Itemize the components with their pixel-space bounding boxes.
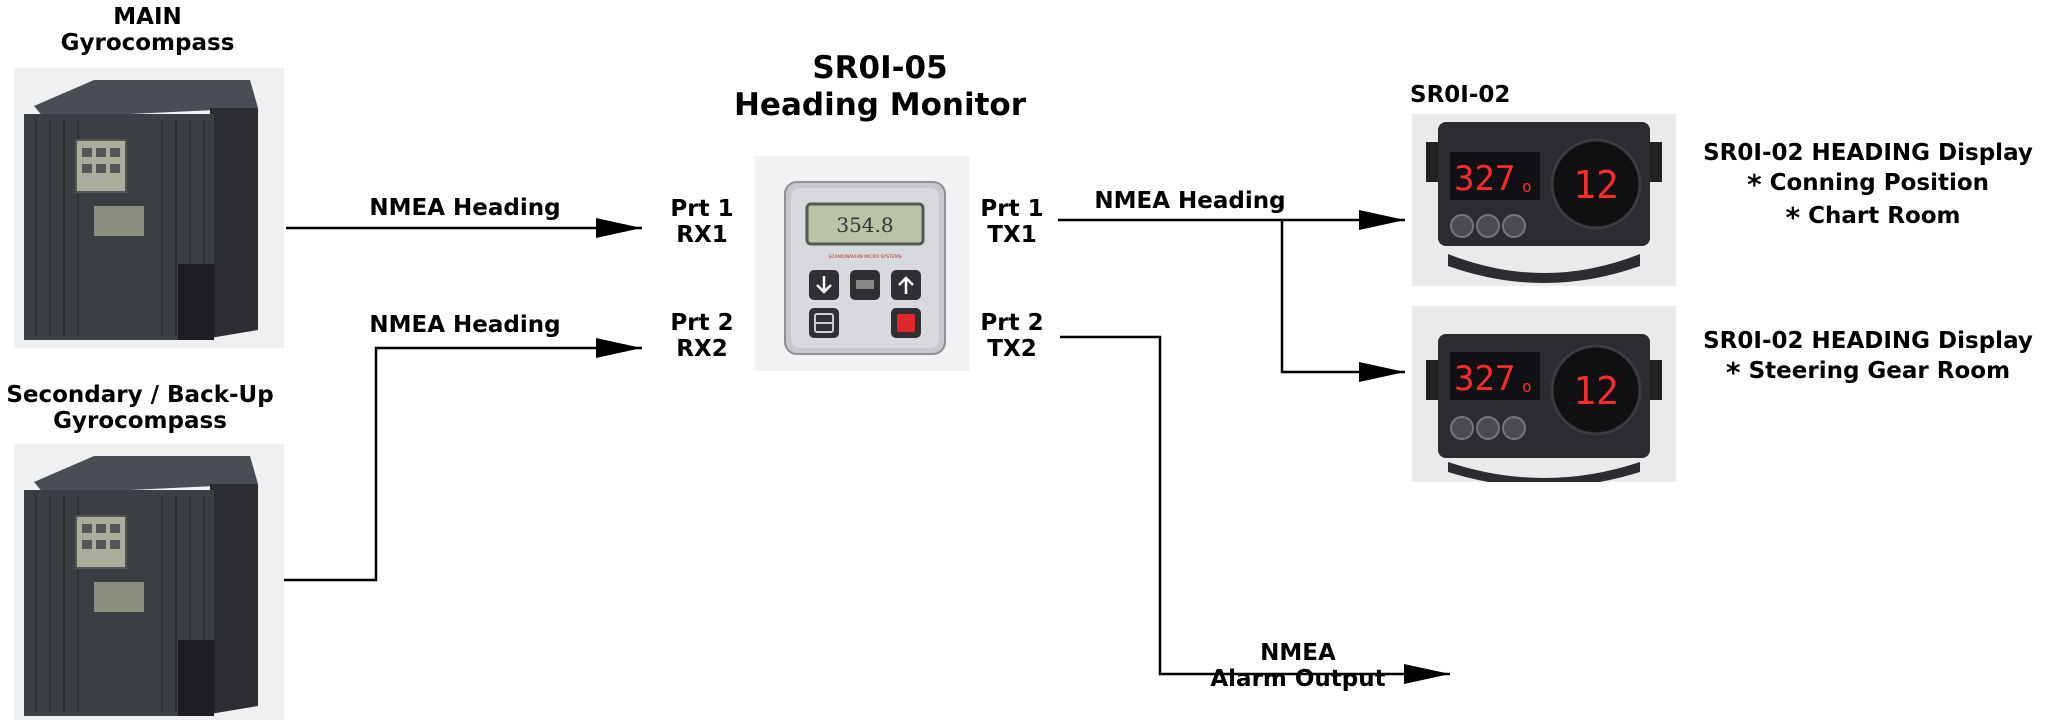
display1-location-2-text: Chart Room <box>1808 203 1961 230</box>
monitor-title: SR0I-05 Heading Monitor <box>720 50 1040 124</box>
monitor-button-alarm[interactable] <box>891 308 921 338</box>
display1-location-1: * Conning Position <box>1682 168 2054 202</box>
alarm-label-line2: Alarm Output <box>1210 666 1386 693</box>
display2-title: SR0I-02 HEADING Display <box>1703 328 2033 354</box>
display1-heading-digits: 327 <box>1454 159 1515 199</box>
monitor-button-up[interactable] <box>891 270 921 300</box>
port-rx1-line1: Prt 1 <box>670 196 734 222</box>
link-secondary-to-rx2 <box>280 338 642 582</box>
port-rx2-line2: RX2 <box>676 336 728 363</box>
secondary-gyro-label-line1: Secondary / Back-Up <box>6 382 274 408</box>
display1-location-1-text: Conning Position <box>1769 169 1990 196</box>
display1-heading-suffix: o <box>1522 177 1532 196</box>
monitor-name: Heading Monitor <box>733 87 1026 124</box>
display1-description: SR0I-02 HEADING Display * Conning Positi… <box>1682 140 2054 235</box>
bullet-star: * <box>1725 355 1741 389</box>
port-tx2-line2: TX2 <box>987 336 1037 363</box>
monitor-button-set-enter[interactable] <box>850 270 880 300</box>
monitor-model: SR0I-05 <box>812 50 948 86</box>
secondary-gyro-label: Secondary / Back-Up Gyrocompass <box>0 382 280 435</box>
heading-display-1: 327 o 12 <box>1412 114 1676 286</box>
display-model-label: SR0I-02 <box>1410 82 1511 108</box>
secondary-gyrocompass <box>14 444 284 720</box>
heading-monitor: 354.8 SCANDINAVIAN MICRO SYSTEMS <box>755 156 970 371</box>
alarm-label-line1: NMEA <box>1260 640 1336 666</box>
display2-description: SR0I-02 HEADING Display * Steering Gear … <box>1682 328 2054 389</box>
link-label-alarm: NMEA Alarm Output <box>1188 640 1408 693</box>
port-rx1: Prt 1 RX1 <box>652 196 752 249</box>
display2-rot-digits: 12 <box>1573 369 1619 413</box>
main-gyrocompass <box>14 68 284 348</box>
display2-heading-digits: 327 <box>1454 359 1515 399</box>
heading-display-2: 327 o 12 <box>1412 306 1676 487</box>
display2-location-1: * Steering Gear Room <box>1682 356 2054 390</box>
monitor-button-down[interactable] <box>809 270 839 300</box>
port-tx1: Prt 1 TX1 <box>962 196 1062 249</box>
bullet-star: * <box>1746 167 1762 201</box>
display1-rot-digits: 12 <box>1573 163 1619 207</box>
port-tx2: Prt 2 TX2 <box>962 310 1062 363</box>
display1-location-2: * Chart Room <box>1682 201 2054 235</box>
link-label-in2: NMEA Heading <box>369 312 561 338</box>
main-gyro-label-line2: Gyrocompass <box>60 30 235 57</box>
port-rx2-line1: Prt 2 <box>670 310 734 336</box>
port-tx1-line1: Prt 1 <box>980 196 1044 222</box>
link-tx1-to-display2 <box>1280 220 1405 382</box>
secondary-gyro-label-line2: Gyrocompass <box>53 408 227 435</box>
monitor-button-minus[interactable] <box>809 308 839 338</box>
bullet-star: * <box>1785 201 1801 235</box>
port-tx1-line2: TX1 <box>987 222 1037 249</box>
display2-location-1-text: Steering Gear Room <box>1748 357 2011 384</box>
link-label-out1: NMEA Heading <box>1094 188 1286 214</box>
display2-heading-suffix: o <box>1522 377 1532 396</box>
port-rx2: Prt 2 RX2 <box>652 310 752 363</box>
link-tx2-to-alarm <box>1060 335 1450 684</box>
display1-title: SR0I-02 HEADING Display <box>1703 140 2033 166</box>
link-label-in1: NMEA Heading <box>369 195 561 221</box>
port-tx2-line1: Prt 2 <box>980 310 1044 336</box>
monitor-screen-value: 354.8 <box>836 213 893 237</box>
port-rx1-line2: RX1 <box>676 222 728 249</box>
main-gyro-label: MAIN Gyrocompass <box>20 4 275 57</box>
main-gyro-label-line1: MAIN <box>113 4 182 30</box>
monitor-brand: SCANDINAVIAN MICRO SYSTEMS <box>829 254 902 260</box>
